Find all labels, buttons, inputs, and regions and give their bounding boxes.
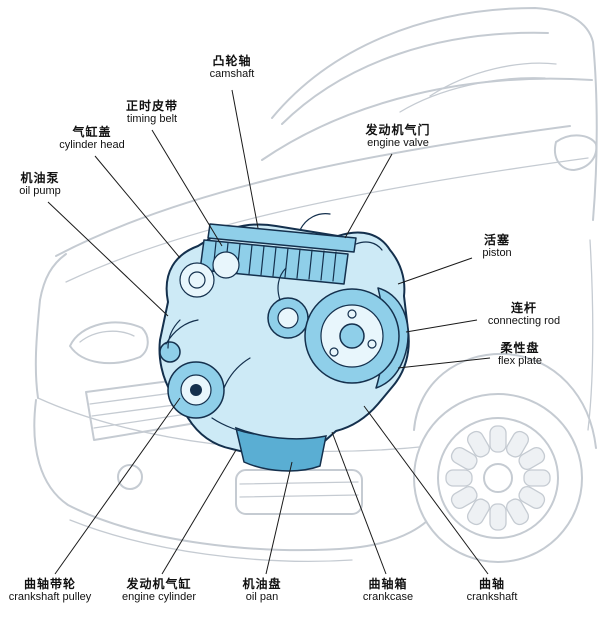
label-timing-belt-en: timing belt (126, 113, 178, 125)
oil-pan-shape (234, 426, 327, 472)
side-mirror (554, 134, 598, 172)
label-crankshaft-en: crankshaft (466, 591, 518, 603)
crankshaft-pulley-shape (159, 319, 251, 419)
headlight (68, 321, 149, 365)
label-flex-plate-en: flex plate (497, 355, 543, 367)
wheel-hub (483, 463, 513, 493)
leader-oil-pump (47, 201, 169, 317)
lower-air-intake (235, 469, 363, 515)
label-crankshaft-pulley-zh: 曲轴带轮 (23, 577, 77, 591)
label-engine-cylinder: 发动机气缸 engine cylinder (122, 578, 196, 604)
leader-oil-pan (265, 461, 293, 575)
label-engine-cylinder-zh: 发动机气缸 (126, 577, 192, 591)
leader-timing-belt (151, 129, 223, 247)
label-crankcase: 曲轴箱 crankcase (363, 578, 413, 604)
label-piston-zh: 活塞 (483, 233, 511, 247)
label-engine-cylinder-en: engine cylinder (122, 591, 196, 603)
label-flex-plate: 柔性盘 flex plate (498, 342, 542, 368)
wheel-rim-slots (445, 425, 551, 531)
label-crankcase-en: crankcase (362, 591, 414, 603)
label-camshaft-en: camshaft (209, 68, 255, 80)
label-timing-belt-zh: 正时皮带 (125, 99, 179, 113)
label-connecting-rod: 连杆 connecting rod (488, 302, 560, 328)
car-body-outline (33, 7, 598, 562)
label-engine-valve-en: engine valve (367, 137, 429, 149)
fog-light (117, 464, 143, 490)
cam-gear-rear (212, 251, 240, 279)
label-timing-belt: 正时皮带 timing belt (126, 100, 178, 126)
label-camshaft-zh: 凸轮轴 (212, 54, 252, 68)
label-oil-pump: 机油泵 oil pump (19, 172, 61, 198)
label-cylinder-head: 气缸盖 cylinder head (59, 126, 124, 152)
label-crankshaft-pulley: 曲轴带轮 crankshaft pulley (9, 578, 92, 604)
leader-piston (397, 257, 473, 285)
label-oil-pump-en: oil pump (19, 185, 61, 197)
label-oil-pump-zh: 机油泵 (20, 171, 60, 185)
leader-engine-cylinder (161, 449, 237, 575)
label-crankshaft-pulley-en: crankshaft pulley (8, 591, 92, 603)
label-piston: 活塞 piston (482, 234, 511, 260)
label-crankshaft: 曲轴 crankshaft (467, 578, 518, 604)
label-engine-valve-zh: 发动机气门 (365, 123, 431, 137)
label-oil-pan-en: oil pan (245, 591, 279, 603)
label-connecting-rod-zh: 连杆 (510, 301, 538, 315)
leader-flex-plate (397, 357, 491, 369)
label-camshaft: 凸轮轴 camshaft (210, 55, 255, 81)
label-oil-pan-zh: 机油盘 (242, 577, 282, 591)
leader-lines (47, 89, 491, 575)
engine-illustration (158, 213, 410, 472)
leader-crankshaft-pulley (54, 397, 181, 575)
leader-crankcase (331, 431, 387, 575)
leader-cylinder-head (94, 155, 181, 259)
label-cylinder-head-en: cylinder head (59, 139, 125, 151)
label-crankshaft-zh: 曲轴 (478, 577, 505, 591)
front-wheel (413, 393, 583, 563)
label-cylinder-head-zh: 气缸盖 (72, 125, 112, 139)
label-engine-valve: 发动机气门 engine valve (365, 124, 430, 150)
label-flex-plate-zh: 柔性盘 (500, 341, 540, 355)
label-crankcase-zh: 曲轴箱 (368, 577, 408, 591)
flywheel (304, 288, 400, 384)
camshaft-rail (207, 223, 357, 253)
label-piston-en: piston (482, 247, 512, 259)
leader-connecting-rod (405, 319, 478, 333)
cam-gear-front (179, 262, 215, 298)
label-connecting-rod-en: connecting rod (487, 315, 561, 327)
label-oil-pan: 机油盘 oil pan (242, 578, 281, 604)
leader-camshaft (231, 89, 259, 229)
leader-crankshaft (363, 405, 489, 575)
leader-engine-valve (344, 153, 393, 239)
